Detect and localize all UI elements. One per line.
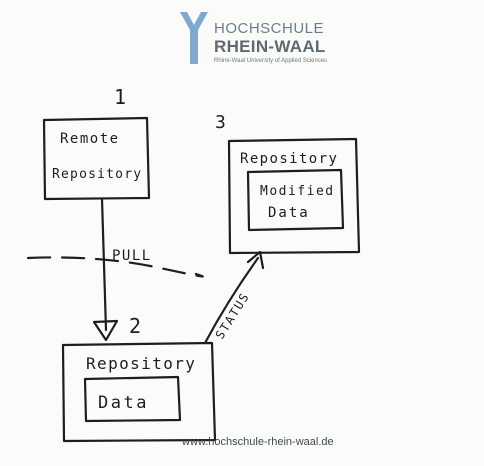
node-3-number: 3	[215, 112, 226, 133]
node-2-inner: Data	[98, 393, 149, 413]
node-3-box	[227, 137, 361, 255]
logo-tagline: Rhine-Waal University of Applied Science…	[214, 58, 328, 64]
node-2-title: Repository	[86, 354, 196, 373]
dashed-separator	[26, 256, 204, 278]
node-1-title-line1: Remote	[60, 131, 120, 147]
logo-text-line2: RHEIN-WAAL	[214, 37, 326, 56]
node-3-inner-box	[246, 168, 345, 232]
university-logo-icon	[180, 12, 208, 64]
node-2-inner-box	[83, 375, 182, 423]
status-arrow-shaft	[203, 256, 260, 345]
logo-text-line1: HOCHSCHULE	[214, 20, 325, 37]
university-website-url: www.hochschule-rhein-waal.de	[182, 436, 334, 448]
node-1-number: 1	[114, 85, 126, 109]
node-2-box	[61, 341, 217, 443]
node-2-number: 2	[129, 314, 141, 338]
pull-edge-label: PULL	[112, 248, 152, 264]
university-logo: HOCHSCHULE RHEIN-WAAL Rhine-Waal Univers…	[176, 6, 336, 72]
node-1-box	[42, 116, 151, 201]
status-arrow-head	[246, 250, 265, 270]
pull-arrow-shaft	[100, 197, 108, 332]
node-3-inner-line2: Data	[268, 205, 310, 221]
node-1-title-line2: Repository	[52, 167, 142, 182]
node-3-inner-line1: Modified	[260, 184, 335, 199]
pull-arrow-head	[92, 319, 119, 342]
node-3-title: Repository	[240, 151, 338, 167]
